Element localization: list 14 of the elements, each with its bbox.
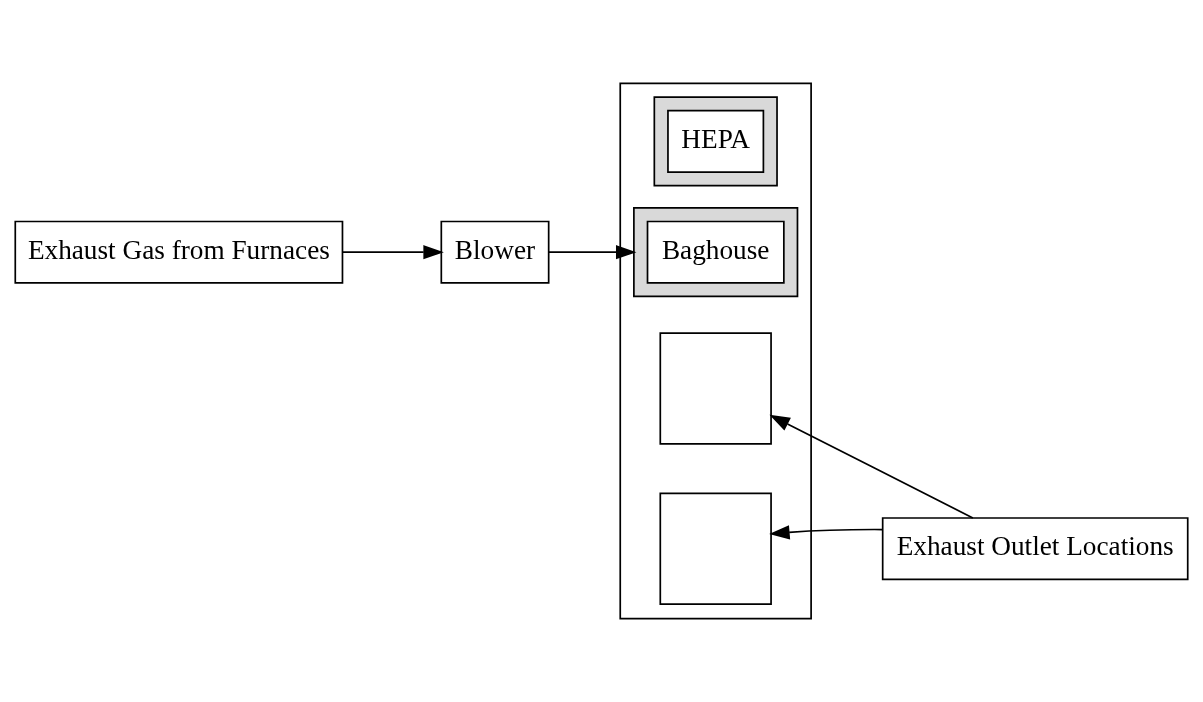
cluster	[619, 82, 812, 620]
arrow	[769, 414, 974, 519]
node-box: HEPA	[667, 109, 765, 173]
node-box: Baghouse	[646, 220, 785, 284]
node-box: Blower	[440, 220, 550, 284]
node-box: Exhaust Outlet Locations	[881, 517, 1189, 581]
node-box: Exhaust Gas from Furnaces	[14, 220, 344, 284]
cluster	[633, 207, 799, 298]
node-box	[659, 332, 772, 445]
cluster	[653, 96, 778, 187]
arrow	[547, 245, 637, 260]
node-box	[659, 492, 772, 605]
arrow	[342, 245, 444, 260]
arrow	[769, 525, 883, 540]
